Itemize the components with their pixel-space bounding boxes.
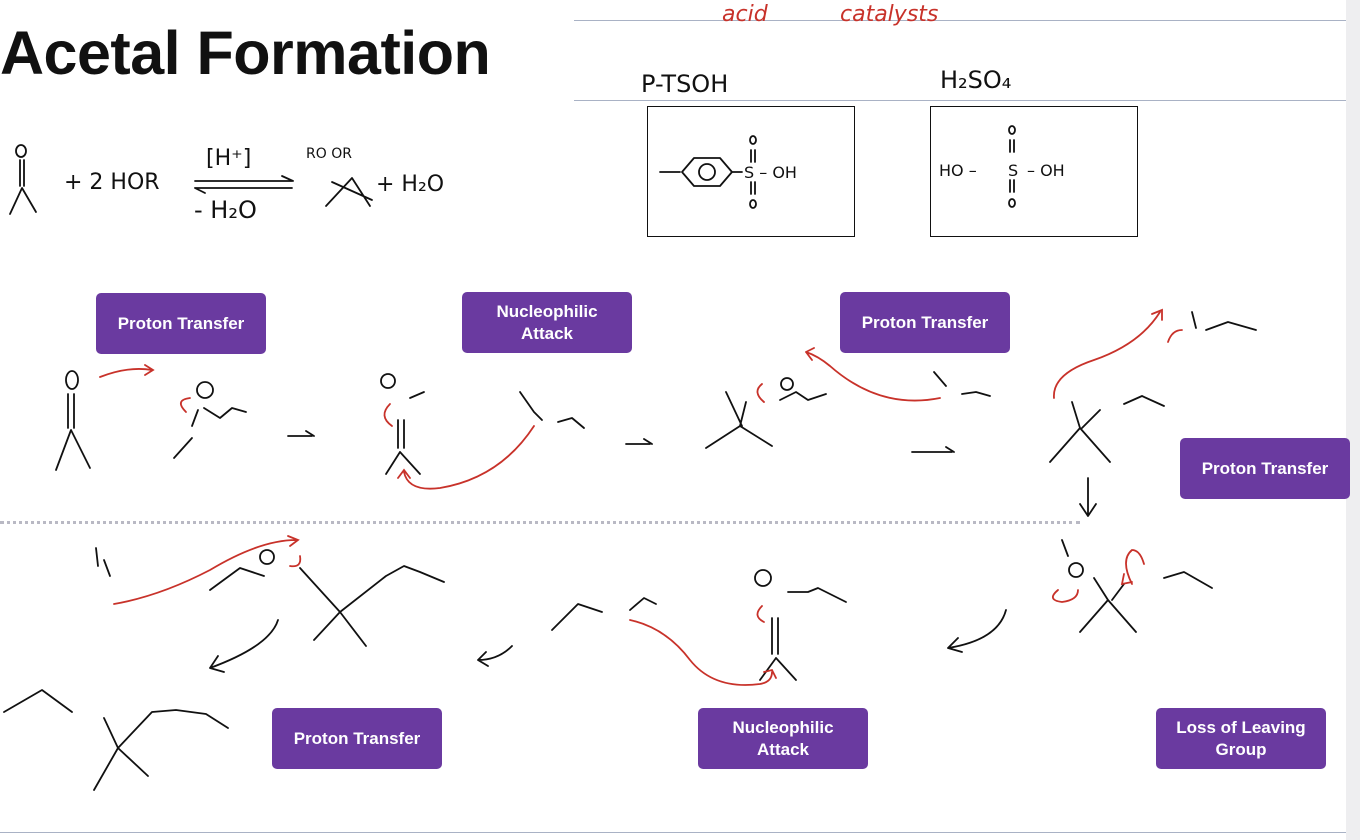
step-proton-transfer-3: Proton Transfer <box>1180 438 1350 499</box>
h2so4-label: H₂SO₄ <box>940 66 1012 94</box>
h2so4-left-group: HO – <box>939 161 977 180</box>
catalysts-label: catalysts <box>840 2 939 27</box>
ptsoh-structure-box: S – OH <box>647 106 855 237</box>
step-proton-transfer-2: Proton Transfer <box>840 292 1010 353</box>
page-rule-bottom <box>0 832 1360 833</box>
h2so4-structure-box: HO – S – OH <box>930 106 1138 237</box>
step-loss-of-leaving-group: Loss of Leaving Group <box>1156 708 1326 769</box>
page-rule-top <box>574 20 1360 21</box>
step-proton-transfer-4: Proton Transfer <box>272 708 442 769</box>
conditions-bottom: - H₂O <box>194 196 257 224</box>
ptsoh-label: P-TSOH <box>641 70 729 98</box>
scroll-edge <box>1346 0 1360 840</box>
row-separator <box>0 521 1080 524</box>
step-proton-transfer-1: Proton Transfer <box>96 293 266 354</box>
product-substituents: RO OR <box>306 146 352 162</box>
acid-label: acid <box>722 2 768 27</box>
page-title: Acetal Formation <box>0 19 491 87</box>
reagent-text: + 2 HOR <box>64 170 160 195</box>
conditions-top: [H⁺] <box>206 146 252 171</box>
h2so4-right-group: – OH <box>1027 161 1065 180</box>
byproduct-text: + H₂O <box>376 172 445 197</box>
step-nucleophilic-attack-2: Nucleophilic Attack <box>698 708 868 769</box>
h2so4-sulfur: S <box>1008 161 1019 180</box>
step-nucleophilic-attack-1: Nucleophilic Attack <box>462 292 632 353</box>
page-rule-mid <box>574 100 1360 101</box>
ptsoh-sulfonyl-group: S – OH <box>744 163 797 182</box>
